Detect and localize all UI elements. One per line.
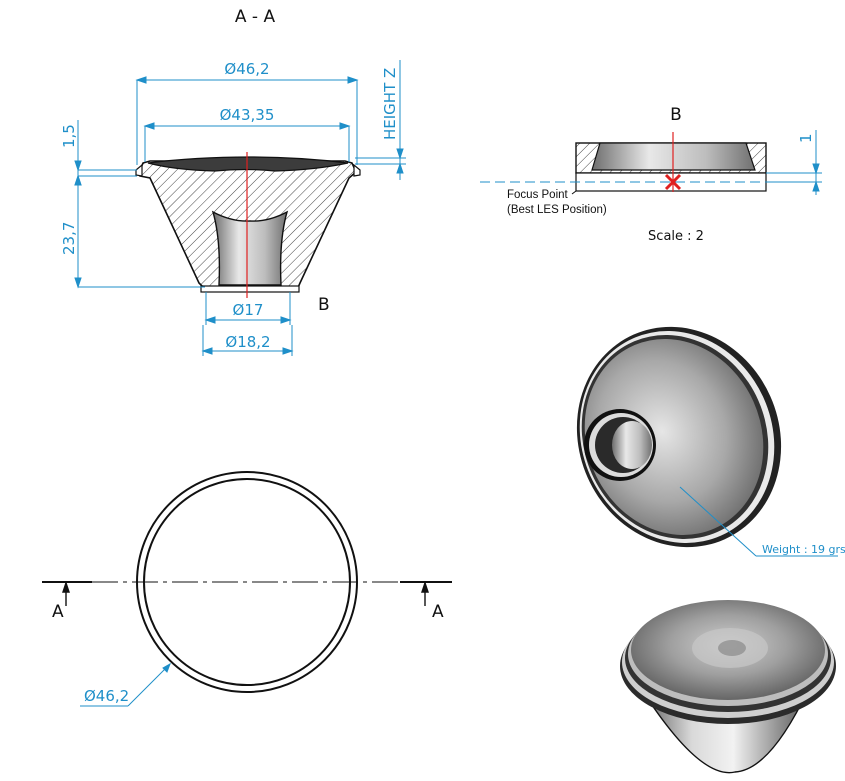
dim-outer-diameter — [135, 76, 359, 165]
rim-ledge-left — [135, 163, 143, 177]
detail-b-view — [480, 132, 822, 192]
dim-plan-diameter-label: Ø46,2 — [84, 687, 129, 705]
section-title: A - A — [235, 7, 276, 27]
section-arrow-left-icon — [62, 580, 70, 606]
dim-outer-diameter-label: Ø46,2 — [224, 60, 269, 78]
rim-ledge-right — [353, 163, 361, 177]
dim-bottom-outer — [201, 325, 294, 356]
weight-leader — [679, 486, 838, 557]
dim-bottom-inner — [204, 292, 292, 325]
dim-body-height-label: 23,7 — [60, 222, 78, 255]
dim-detail-offset — [766, 130, 822, 195]
dim-bottom-inner-label: Ø17 — [233, 301, 264, 319]
plan-view — [42, 471, 452, 693]
dim-height-z-label: HEIGHT Z — [381, 68, 399, 140]
section-mark-left: A — [52, 602, 64, 622]
section-arrow-right-icon — [421, 580, 429, 606]
section-top-surface — [147, 156, 349, 172]
dim-bottom-outer-label: Ø18,2 — [225, 333, 270, 351]
dim-rim-thickness — [74, 120, 137, 190]
detail-scale-label: Scale : 2 — [648, 229, 704, 244]
section-cavity — [211, 210, 289, 286]
section-bottom-rim — [200, 285, 300, 293]
detail-title: B — [670, 105, 682, 125]
detail-callout-b: B — [318, 295, 330, 315]
dim-detail-offset-label: 1 — [797, 133, 815, 143]
weight-label: Weight : 19 grs — [762, 543, 845, 556]
dim-plan-diameter — [80, 662, 171, 707]
focus-marker-icon — [664, 173, 682, 191]
focus-point-leader — [571, 190, 577, 195]
focus-note-label: (Best LES Position) — [507, 204, 607, 216]
section-mark-right: A — [432, 602, 444, 622]
render-bottom-view — [576, 326, 782, 548]
dim-inner-diameter-label: Ø43,35 — [220, 106, 275, 124]
dim-height-z — [355, 60, 406, 180]
dim-body-height — [74, 174, 205, 289]
focus-point-label: Focus Point — [507, 189, 569, 201]
dim-rim-thickness-label: 1,5 — [60, 124, 78, 148]
dim-inner-diameter — [143, 122, 351, 162]
render-top-view — [620, 600, 836, 774]
